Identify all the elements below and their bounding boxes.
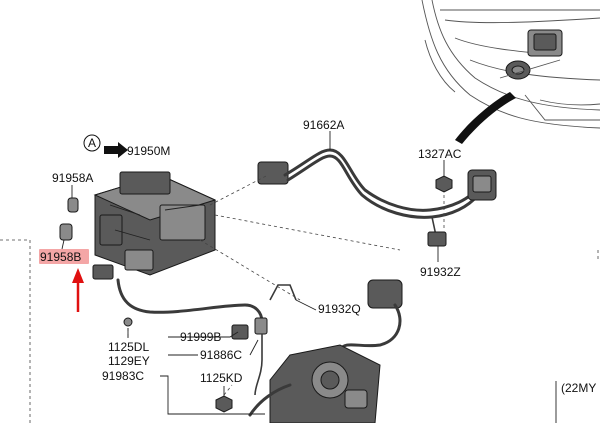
main-harness-91662a [257, 148, 497, 247]
callout-a-letter: A [88, 136, 96, 150]
label-1125kd: 1125KD [200, 371, 243, 385]
red-indicator-arrow [72, 268, 84, 312]
callout-a: A [83, 134, 128, 158]
label-91983c: 91983C [102, 369, 144, 383]
label-91958b: 91958B [40, 250, 81, 264]
bracket-91932q-shape [269, 284, 297, 301]
left-dash-frame [0, 239, 31, 423]
grommet-91958a-shape [67, 197, 79, 213]
callout-a-arrow [104, 142, 128, 158]
label-91932z: 91932Z [420, 265, 461, 279]
label-1327ac: 1327AC [418, 147, 462, 161]
label-91886c: 91886C [200, 348, 242, 362]
car-front-illustration [421, 0, 600, 129]
highlight-91958b [39, 249, 89, 264]
label-91932q: 91932Q [318, 302, 361, 316]
label-91999b: 91999B [180, 330, 221, 344]
label-91662a: 91662A [303, 118, 344, 132]
label-1129ey: 1129EY [108, 354, 150, 368]
label-model-note: (22MY [561, 381, 596, 395]
label-91958a: 91958A [52, 171, 93, 185]
grommet-91958b-shape [59, 223, 73, 241]
label-91950m: 91950M [127, 144, 170, 158]
charge-control-module [92, 171, 217, 280]
car-leader-arrow [455, 92, 516, 144]
label-1125dl: 1125DL [108, 340, 149, 354]
charge-inlet-harness [248, 279, 403, 423]
nut-1327ac-shape [435, 175, 453, 193]
